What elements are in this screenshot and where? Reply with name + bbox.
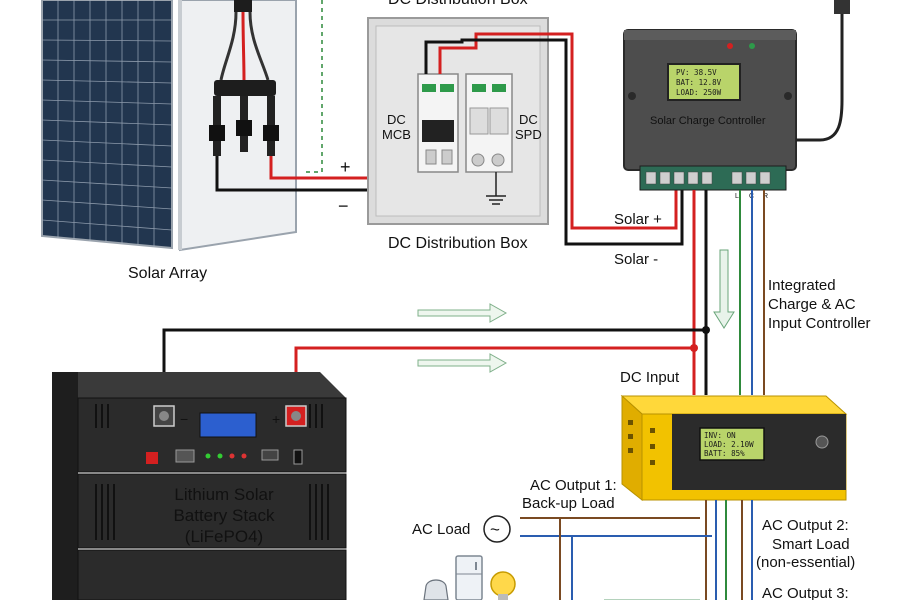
lithium-battery-stack: − + Lithium Solar Battery Stack (LiFePO4… (52, 372, 347, 600)
inverter-lcd-line1: INV: ON (704, 431, 736, 440)
controller-lcd-line3: LOAD: 250W (676, 88, 722, 97)
ac-output2-line1: AC Output 2: (762, 517, 849, 534)
integrated-label-line3: Input Controller (768, 315, 871, 332)
mcb-label-line1: DC (387, 112, 406, 127)
controller-lcd-line1: PV: 38.5V (676, 68, 717, 77)
inverter-lcd (699, 427, 765, 461)
light-bulb-icon (490, 571, 516, 600)
ac-output1-line2: Back-up Load (522, 495, 615, 512)
solar-minus-label: Solar - (614, 251, 658, 268)
ac-output2-line2: Smart Load (772, 536, 850, 553)
dist-box-title-bottom: DC Distribution Box (388, 235, 528, 252)
solar-minus-sign: − (338, 196, 349, 216)
battery-label-line1: Lithium Solar (174, 485, 274, 504)
solar-charge-controller: PV: 38.5V BAT: 12.8V LOAD: 250W Solar Ch… (623, 29, 797, 200)
solar-panel-front (41, 0, 173, 250)
integrated-controller-label: Integrated Charge & AC Input Controller (768, 277, 871, 332)
battery-label-line2: Battery Stack (173, 506, 275, 525)
inverter-lcd-line2: LOAD: 2.10W (704, 440, 754, 449)
spd-label-line2: SPD (515, 127, 542, 142)
ac-load-label: AC Load (412, 521, 470, 538)
battery-minus-sign: − (180, 411, 188, 427)
solar-plus-label: Solar + (614, 211, 662, 228)
ac-sine-symbol: ~ (490, 520, 500, 539)
terminal-label-l: L (735, 193, 739, 200)
dc-input-label: DC Input (620, 369, 680, 386)
inverter-lcd-line3: BATT: 85% (704, 449, 745, 458)
solar-plus-sign: + (340, 157, 351, 177)
battery-label-line3: (LiFePO4) (185, 527, 263, 546)
ac-output3-line1: AC Output 3: (762, 585, 849, 600)
controller-lcd (667, 63, 741, 101)
controller-title: Solar Charge Controller (650, 115, 766, 127)
dc-spd (465, 73, 513, 173)
dc-distribution-box: DC Distribution Box DC MCB DC SPD (367, 0, 549, 252)
dist-box-title-top: DC Distribution Box (388, 0, 528, 8)
inverter-power-button[interactable] (815, 435, 829, 449)
ground-symbol (486, 172, 506, 205)
kettle-icon (423, 579, 449, 600)
ac-output1-line1: AC Output 1: (530, 477, 617, 494)
spd-label-line1: DC (519, 112, 538, 127)
solar-array-label: Solar Array (128, 265, 207, 282)
inverter: INV: ON LOAD: 2.10W BATT: 85% (620, 394, 848, 502)
dc-mcb (417, 73, 459, 173)
ac-sine-icon: ~ (483, 515, 511, 543)
refrigerator-icon (455, 555, 483, 600)
ac-output2-line3: (non-essential) (756, 554, 855, 571)
battery-plus-sign: + (272, 411, 280, 427)
mcb-label-line2: MCB (382, 127, 411, 142)
integrated-label-line1: Integrated (768, 277, 836, 294)
controller-lcd-line2: BAT: 12.8V (676, 78, 722, 87)
terminal-label-r: R (763, 193, 768, 200)
battery-lcd (199, 412, 257, 438)
integrated-label-line2: Charge & AC (768, 296, 856, 313)
